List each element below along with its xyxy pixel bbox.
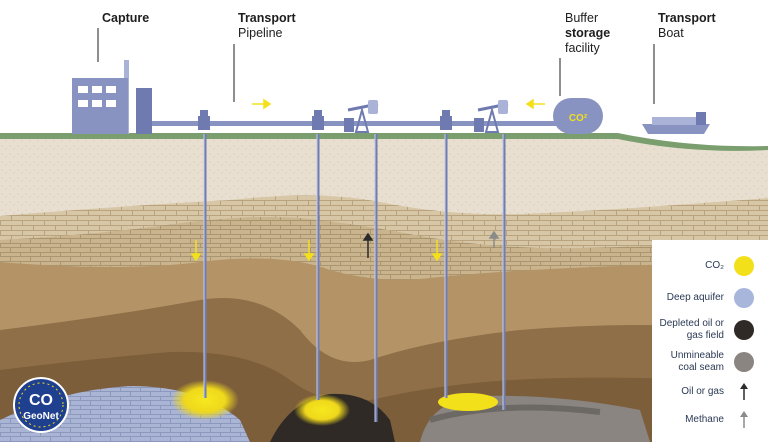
transport-boat-label: Transport Boat <box>658 11 716 40</box>
pipeline <box>152 121 558 126</box>
buffer-storage-label: Buffer storage facility <box>565 11 611 55</box>
logo-co-text: CO <box>29 392 53 409</box>
pump-jack-2 <box>474 100 509 133</box>
methane-up-arrow <box>488 230 500 248</box>
co2geonet-logo: CO GeoNet <box>13 377 69 433</box>
methane-arrow-icon <box>740 411 748 428</box>
co2-down-arrows <box>190 240 443 262</box>
pipeline-flow-arrow <box>252 98 272 110</box>
depleted-swatch <box>734 320 754 340</box>
ground-surface <box>0 133 768 151</box>
capture-label: Capture <box>102 11 150 25</box>
storage-flow-arrow <box>525 98 545 110</box>
oil-arrow-icon <box>740 383 748 400</box>
aquifer-swatch <box>734 288 754 308</box>
transport-pipeline-label: Transport Pipeline <box>238 11 296 40</box>
oil-up-arrow <box>362 232 374 258</box>
logo-geonet-text: GeoNet <box>23 411 59 422</box>
co2-swatch <box>734 256 754 276</box>
co2-plume-depleted <box>294 394 350 426</box>
tank-label: CO² <box>569 113 588 124</box>
co2-plume-aquifer <box>171 380 239 420</box>
coal-swatch <box>734 352 754 372</box>
storage-tank <box>553 98 603 134</box>
boat <box>642 112 710 134</box>
pipeline-valves <box>198 110 452 130</box>
pump-jack-1 <box>344 100 379 133</box>
legend: CO₂ Deep aquifer Depleted oil or gas fie… <box>652 240 768 442</box>
capture-plant <box>72 60 152 134</box>
co2-plume-coal <box>438 393 498 411</box>
wells <box>203 134 506 422</box>
